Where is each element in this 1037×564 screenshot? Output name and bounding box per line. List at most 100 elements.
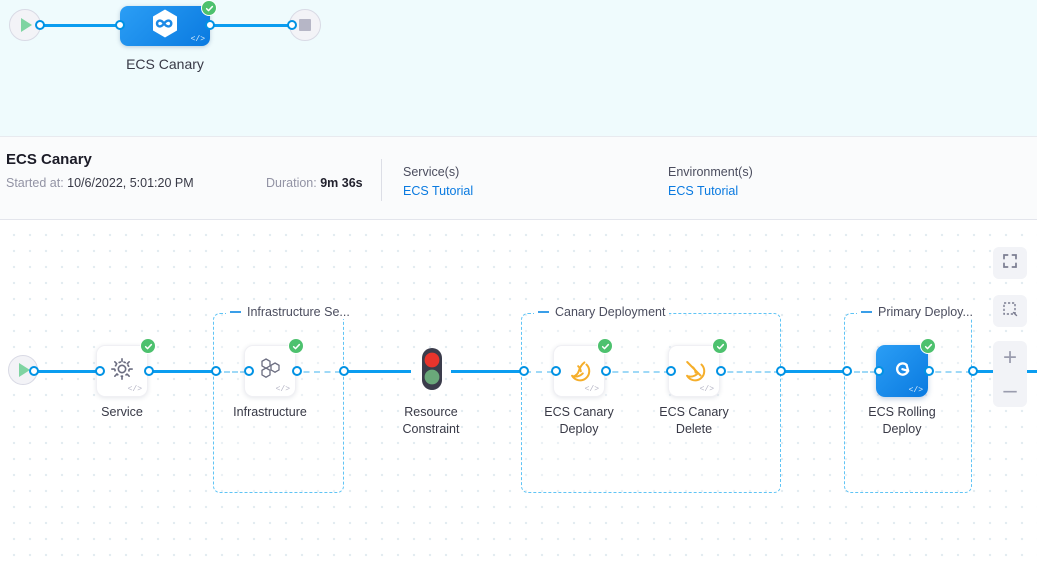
status-badge-success	[201, 0, 217, 16]
port-canary-group-out	[776, 366, 786, 376]
fit-to-screen-button[interactable]	[993, 295, 1027, 327]
started-at: Started at: 10/6/2022, 5:01:20 PM	[6, 176, 194, 190]
minimap-node-inport	[115, 20, 125, 30]
minimap-end-port	[287, 20, 297, 30]
edge-canary-primary	[779, 370, 847, 373]
edge-service-infra	[145, 370, 215, 373]
step-label-ecs-canary-delete: ECS Canary Delete	[634, 404, 754, 438]
edge-infra-resource	[343, 370, 411, 373]
status-badge-success	[712, 338, 728, 354]
port-primary-group-out	[968, 366, 978, 376]
port-canary-group-in	[519, 366, 529, 376]
step-label-ecs-rolling-deploy: ECS Rolling Deploy	[842, 404, 962, 438]
services-value-link[interactable]: ECS Tutorial	[403, 184, 474, 198]
canary-bird-icon	[565, 355, 593, 388]
duration-value: 9m 36s	[320, 176, 363, 190]
collapse-icon[interactable]	[861, 311, 872, 313]
port-rolling-in	[874, 366, 884, 376]
status-badge-success	[920, 338, 936, 354]
edge-primary-out	[925, 371, 972, 373]
group-title-primary[interactable]: Primary Deploy...	[857, 305, 977, 319]
code-badge: </>	[908, 386, 923, 395]
label-line-2: Delete	[675, 422, 713, 436]
stop-icon	[299, 19, 311, 31]
started-at-label: Started at:	[6, 176, 68, 190]
label-line-1: ECS Canary	[544, 405, 614, 419]
duration: Duration: 9m 36s	[266, 176, 363, 190]
label-line-2: Constraint	[402, 422, 460, 436]
services-column: Service(s) ECS Tutorial	[403, 165, 473, 198]
edge-canary-mid	[602, 371, 670, 373]
port-start-out	[29, 366, 39, 376]
hexagon-cluster-icon	[257, 356, 283, 387]
port-infra-in	[244, 366, 254, 376]
zoom-in-button[interactable]: +	[993, 341, 1027, 374]
group-primary-deployment[interactable]: Primary Deploy...	[844, 305, 977, 493]
plus-icon: +	[1002, 343, 1017, 371]
status-badge-success	[140, 338, 156, 354]
label-line-1: Resource	[404, 405, 458, 419]
step-ecs-rolling-deploy[interactable]: </>	[876, 345, 928, 397]
label-line-2: Deploy	[882, 422, 922, 436]
group-label: Canary Deployment	[555, 305, 666, 319]
fit-to-screen-icon	[1002, 301, 1018, 322]
edge-start-service	[31, 370, 99, 373]
step-label-infrastructure: Infrastructure	[233, 405, 307, 419]
port-canary-delete-out	[716, 366, 726, 376]
step-label-service: Service	[101, 405, 143, 419]
page-title: ECS Canary	[6, 151, 92, 168]
minimap-edge-start	[40, 24, 118, 27]
status-badge-success	[597, 338, 613, 354]
edge-infra-out	[293, 371, 341, 373]
execution-summary-header: ECS Canary Started at: 10/6/2022, 5:01:2…	[0, 137, 1037, 220]
environments-column: Environment(s) ECS Tutorial	[668, 165, 753, 198]
minimap-stage-node[interactable]: </>	[120, 6, 210, 46]
harness-hexagon-icon	[151, 9, 179, 44]
minimap-stage-label: ECS Canary	[126, 56, 204, 72]
port-canary-deploy-in	[551, 366, 561, 376]
step-label-resource-constraint: Resource Constraint	[371, 404, 491, 438]
code-badge: </>	[699, 385, 714, 394]
port-primary-group-in	[842, 366, 852, 376]
edge-resource-canary	[451, 370, 524, 373]
zoom-controls[interactable]: + –	[993, 341, 1027, 407]
play-icon	[19, 363, 30, 377]
step-resource-constraint[interactable]	[419, 347, 445, 396]
gear-icon	[109, 356, 135, 387]
group-canary-deployment[interactable]: Canary Deployment	[521, 305, 781, 493]
code-badge: </>	[190, 35, 205, 44]
canary-delete-icon	[680, 355, 708, 388]
group-title-canary[interactable]: Canary Deployment	[534, 305, 670, 319]
minimap-edge-end	[210, 24, 290, 27]
ecs-rolling-icon	[889, 356, 915, 387]
edge-primary-in	[846, 371, 876, 373]
code-badge: </>	[275, 385, 290, 394]
group-label: Primary Deploy...	[878, 305, 973, 319]
traffic-light-icon	[419, 348, 445, 395]
minimap-start-port	[35, 20, 45, 30]
group-title-infrastructure[interactable]: Infrastructure Se...	[226, 305, 354, 319]
fullscreen-button[interactable]	[993, 247, 1027, 279]
minimap-node-outport	[205, 20, 215, 30]
group-infrastructure-section[interactable]: Infrastructure Se...	[213, 305, 354, 493]
minus-icon: –	[1003, 376, 1017, 404]
port-canary-delete-in	[666, 366, 676, 376]
port-service-in	[95, 366, 105, 376]
edge-infra-in	[216, 371, 246, 373]
label-line-1: ECS Canary	[659, 405, 729, 419]
group-label: Infrastructure Se...	[247, 305, 350, 319]
collapse-icon[interactable]	[230, 311, 241, 313]
collapse-icon[interactable]	[538, 311, 549, 313]
started-at-value: 10/6/2022, 5:01:20 PM	[67, 176, 194, 190]
fullscreen-icon	[1002, 253, 1018, 274]
port-service-out	[144, 366, 154, 376]
execution-graph-canvas[interactable]: Infrastructure Se... Canary Deployment P…	[0, 221, 1037, 564]
environments-label: Environment(s)	[668, 165, 753, 179]
edge-canary-in	[525, 371, 553, 373]
port-infra-group-out	[339, 366, 349, 376]
code-badge: </>	[584, 385, 599, 394]
environments-value-link[interactable]: ECS Tutorial	[668, 184, 739, 198]
zoom-out-button[interactable]: –	[993, 374, 1027, 407]
edge-canary-out	[718, 371, 780, 373]
